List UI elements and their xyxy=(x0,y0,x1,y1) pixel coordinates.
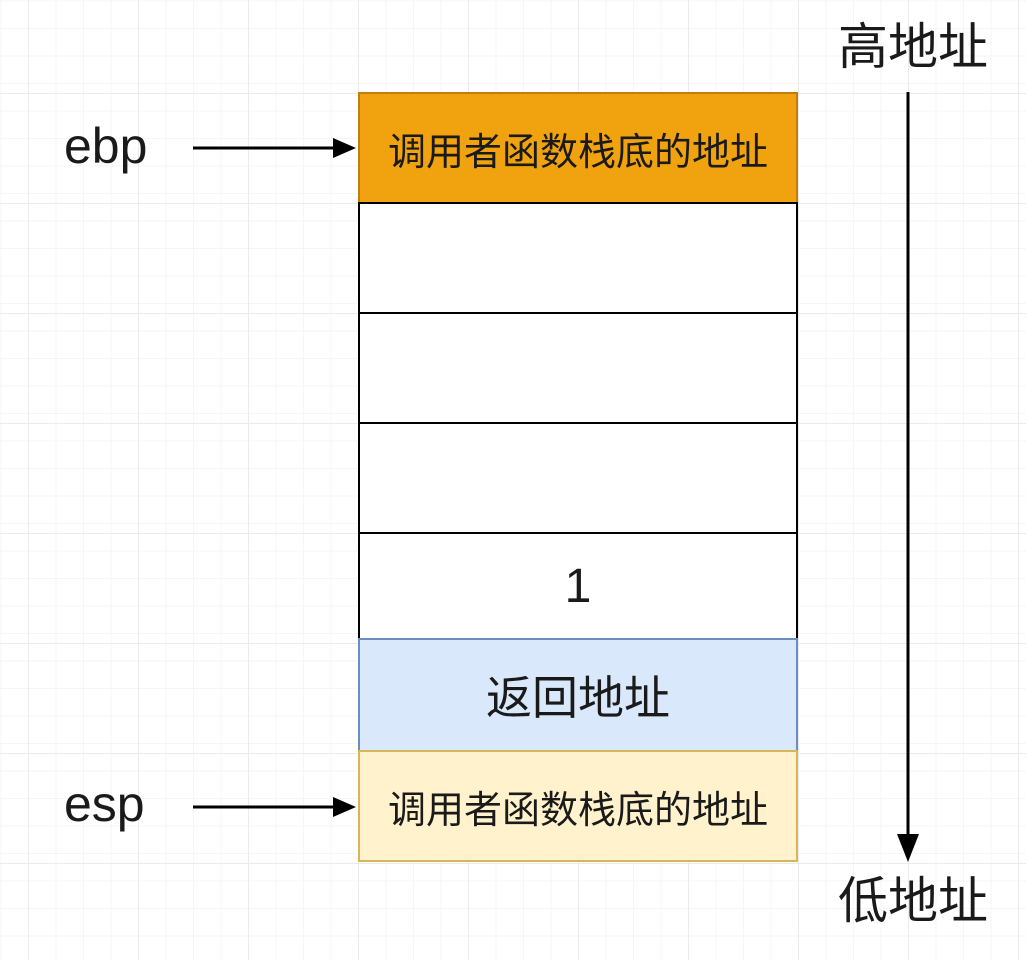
stack-cell-label: 返回地址 xyxy=(486,672,670,724)
stack-cell-label: 调用者函数栈底的地址 xyxy=(387,131,768,174)
stack-cell-label: 1 xyxy=(564,559,592,613)
stack-cell-argument-value: 1 xyxy=(358,532,798,640)
stack-cell-saved-caller-ebp-esp: 调用者函数栈底的地址 xyxy=(358,750,798,862)
high-address-label: 高地址 xyxy=(838,19,988,75)
esp-register-label: esp xyxy=(64,776,145,832)
low-address-label: 低地址 xyxy=(838,873,988,929)
stack-cell-saved-caller-ebp: 调用者函数栈底的地址 xyxy=(358,92,798,204)
stack-cell-return-address: 返回地址 xyxy=(358,638,798,752)
ebp-arrow xyxy=(193,138,356,158)
stack-cell-empty-1 xyxy=(358,202,798,314)
high-to-low-address-arrow xyxy=(897,92,919,862)
stack-cell-empty-3 xyxy=(358,422,798,534)
ebp-register-label: ebp xyxy=(64,118,148,174)
esp-arrow xyxy=(193,797,356,817)
stack-cell-label: 调用者函数栈底的地址 xyxy=(387,789,768,832)
stack-cell-empty-2 xyxy=(358,312,798,424)
